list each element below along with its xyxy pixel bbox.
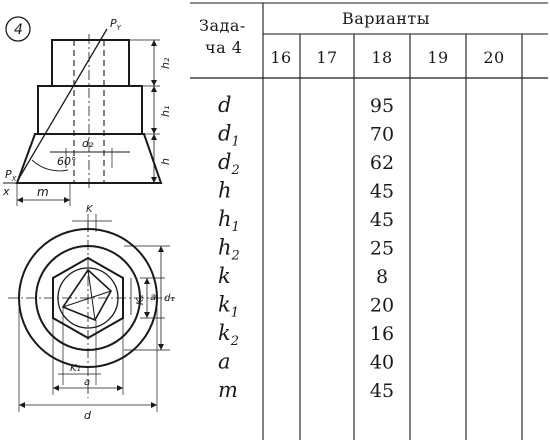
label-x: x [2, 185, 10, 198]
param-value-k: 8 [376, 266, 388, 288]
label-k2: K₂ [135, 294, 146, 305]
variants-header: Варианты [342, 9, 430, 28]
label-k: K [86, 204, 94, 215]
elevation-view [3, 28, 163, 206]
param-value-d2: 62 [370, 152, 394, 174]
label-a-vertical: a [150, 292, 156, 303]
param-label-d1: d1 [218, 122, 240, 150]
param-value-k2: 16 [370, 323, 394, 345]
variant-number-17: 17 [316, 48, 337, 67]
label-k1: K₁ [70, 363, 81, 374]
parameter-rows: d 95 d1 70 d2 62 h 45 h1 45 h2 25 k 8 k1 20 k2 16 a 40 m 45 [218, 93, 394, 402]
variant-number-19: 19 [427, 48, 448, 67]
label-60-degrees: 60° [57, 155, 77, 168]
label-d2: d₂ [82, 137, 94, 150]
label-h2: h₂ [159, 57, 172, 69]
variant-number-16: 16 [270, 48, 291, 67]
param-label-k2: k2 [218, 321, 239, 349]
param-label-k: k [218, 264, 231, 288]
task-header-line1: Зада- [199, 16, 246, 35]
plan-view [8, 214, 175, 412]
label-d1: d₁ [164, 293, 174, 304]
param-value-m: 45 [370, 380, 394, 402]
variant-numbers: 16 17 18 19 20 [270, 48, 504, 67]
label-d: d [84, 409, 92, 422]
param-value-h2: 25 [370, 238, 394, 260]
param-value-k1: 20 [370, 295, 394, 317]
label-m: m [37, 185, 49, 199]
param-label-h1: h1 [218, 207, 240, 235]
label-a-horizontal: a [84, 377, 90, 388]
param-value-d1: 70 [370, 124, 394, 146]
param-label-a: a [218, 350, 231, 374]
label-py: PY [110, 17, 122, 32]
param-label-m: m [218, 378, 238, 402]
param-value-d: 95 [370, 95, 394, 117]
figure-number: 4 [14, 22, 23, 38]
param-value-a: 40 [370, 352, 394, 374]
label-h: h [159, 158, 172, 165]
variant-number-20: 20 [483, 48, 504, 67]
param-value-h: 45 [370, 181, 394, 203]
technical-drawing: 4 PY PX x h₂ h₁ h d₂ 60° m K K₂ a d₁ K₁ … [2, 16, 175, 422]
label-px: PX [5, 168, 17, 183]
figure-number-circle [5, 16, 31, 42]
variant-number-18: 18 [371, 48, 392, 67]
task-header-line2: ча 4 [205, 38, 242, 57]
param-label-k1: k1 [218, 293, 239, 321]
param-label-d: d [218, 93, 231, 117]
label-h1: h₁ [159, 106, 172, 117]
param-value-h1: 45 [370, 209, 394, 231]
param-label-h2: h2 [218, 236, 240, 264]
param-label-d2: d2 [218, 150, 240, 178]
param-label-h: h [218, 179, 232, 203]
